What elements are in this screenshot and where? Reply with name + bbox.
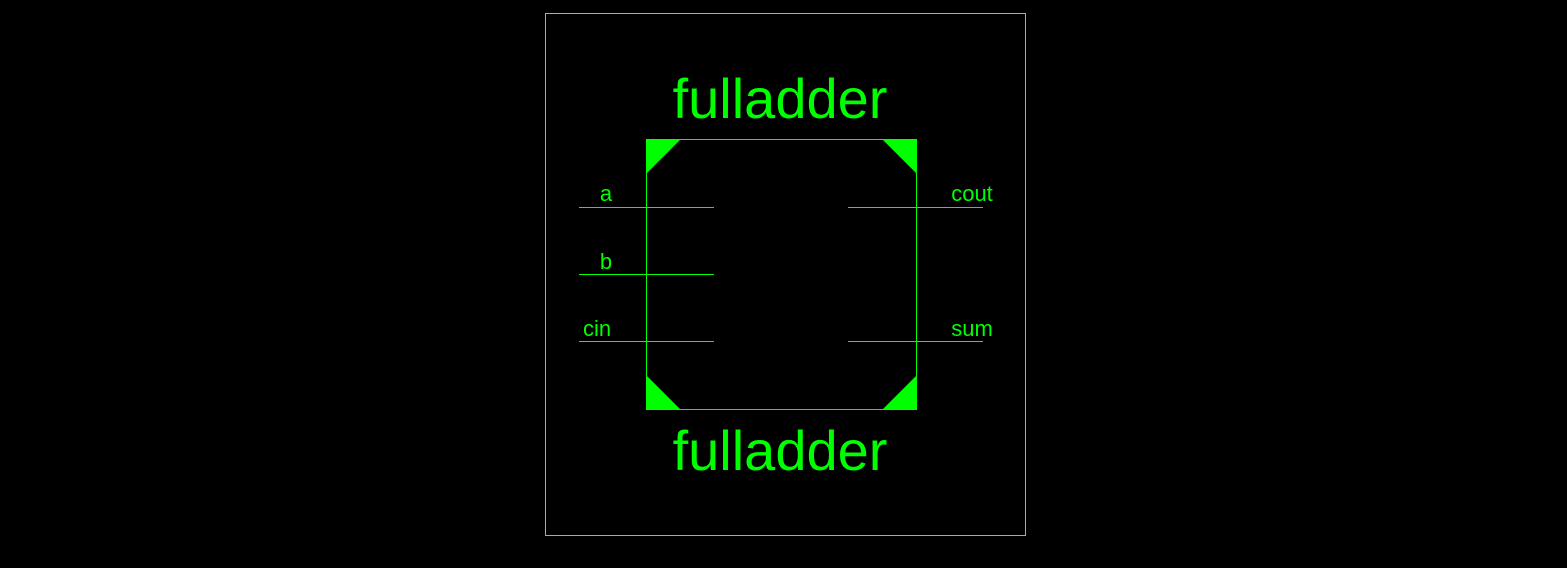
input-pin-cin[interactable]: cin xyxy=(579,316,714,342)
symbol-frame xyxy=(545,13,1026,536)
symbol-title-top: fulladder xyxy=(673,67,888,130)
pin-label: b xyxy=(600,249,612,274)
pin-label: a xyxy=(600,181,613,206)
output-pin-sum[interactable]: sum xyxy=(848,316,993,342)
corner-top-left xyxy=(646,139,681,174)
pin-label: cout xyxy=(951,181,993,206)
symbol-title-bottom: fulladder xyxy=(673,419,888,482)
input-pin-a[interactable]: a xyxy=(579,181,714,208)
pin-label: sum xyxy=(951,316,993,341)
corner-bottom-right xyxy=(882,375,917,410)
output-pin-cout[interactable]: cout xyxy=(848,181,993,208)
corner-bottom-left xyxy=(646,375,681,410)
pin-label: cin xyxy=(583,316,611,341)
corner-top-right xyxy=(882,139,917,174)
input-pin-b[interactable]: b xyxy=(579,249,714,275)
